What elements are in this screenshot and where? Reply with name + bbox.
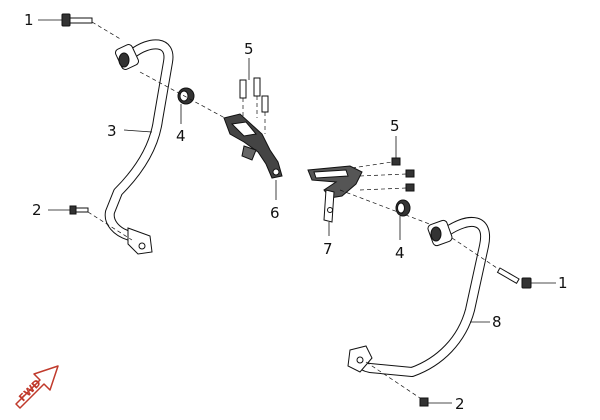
leader-3 — [123, 129, 153, 133]
fwd-arrow-icon: FWD — [15, 365, 59, 409]
callout-5-left: 5 — [244, 40, 254, 58]
bolt-1-right — [451, 237, 532, 289]
callout-1-right: 1 — [558, 274, 568, 292]
callout-1-left: 1 — [24, 11, 34, 29]
callout-4-right: 4 — [395, 244, 405, 262]
bolt-2-right — [365, 361, 429, 407]
axis-right-upper — [339, 189, 441, 229]
callout-5-right: 5 — [390, 117, 400, 135]
spacer-4-right — [395, 199, 411, 217]
bracket-7 — [307, 165, 363, 223]
callout-6: 6 — [270, 204, 280, 222]
callout-8: 8 — [492, 313, 502, 331]
bolt-2-left — [69, 205, 133, 241]
callout-7: 7 — [323, 240, 333, 258]
crash-bar-3 — [104, 39, 174, 255]
callout-2-right: 2 — [455, 395, 465, 413]
callout-4-left: 4 — [176, 127, 186, 145]
bolts-5-left — [239, 77, 269, 134]
fwd-label: FWD — [17, 378, 43, 404]
bolt-1-left — [61, 13, 123, 41]
crash-bar-8 — [347, 217, 491, 377]
callout-3: 3 — [107, 122, 117, 140]
callout-2-left: 2 — [32, 201, 42, 219]
bracket-6 — [223, 113, 283, 179]
spacer-4-left — [177, 87, 195, 105]
